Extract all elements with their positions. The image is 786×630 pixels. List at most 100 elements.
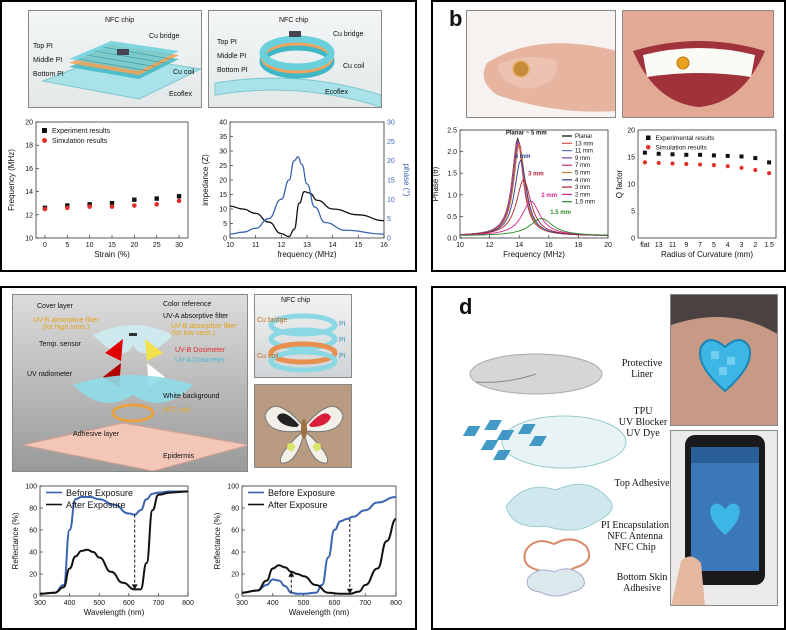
y-tick-label: 20: [25, 120, 33, 127]
x-axis-label: Radius of Curvature (mm): [661, 250, 753, 259]
x-axis-label: frequency (MHz): [277, 250, 336, 259]
label-top-pi: Top PI: [33, 43, 53, 50]
y2-tick-label: 5: [387, 216, 391, 223]
data-point: [42, 206, 48, 212]
y-tick-label: 20: [627, 128, 635, 135]
y-tick-label: 0: [235, 594, 239, 601]
data-point: [767, 160, 772, 165]
label-bottom-pi: Bottom PI: [33, 71, 64, 78]
arrow-head: [346, 588, 353, 594]
dosimeter-diagram-drawing: [22, 325, 247, 471]
legend-label: 11 mm: [575, 149, 593, 155]
x-tick-label: 700: [359, 600, 371, 607]
hand-heart-photo: [670, 294, 778, 426]
series-line: [229, 190, 385, 238]
x-tick-label: 20: [604, 242, 612, 249]
legend-label: Planar: [575, 134, 592, 140]
data-point: [656, 160, 661, 166]
x-axis-label: Strain (%): [94, 250, 130, 259]
y-axis-label: impedance (Z): [201, 154, 210, 206]
x-axis-label: Wavelength (nm): [289, 608, 350, 617]
y-tick-label: 100: [227, 484, 239, 491]
label-adhesive-layer: Adhesive layer: [73, 431, 119, 438]
y-tick-label: 40: [29, 550, 37, 557]
layer-label-tpu: TPU UV Blocker UV Dye: [618, 406, 668, 439]
x-tick-label: 4: [726, 242, 730, 249]
y-tick-label: 15: [627, 155, 635, 162]
label-bottom-pi-2: Bottom PI: [217, 67, 248, 74]
panel-label-b: b: [446, 8, 466, 30]
x-tick-label: 13: [655, 242, 663, 249]
x-tick-label: 5: [712, 242, 716, 249]
y-tick-label: 0.0: [447, 236, 457, 243]
label-coil-pi-1: PI: [339, 321, 346, 328]
y-tick-label: 40: [231, 550, 239, 557]
curve-annotation: Planar ~ 5 mm: [506, 130, 547, 136]
data-point: [753, 156, 758, 161]
label-uvb-filter-low-line1: UV-B absorptive filter: [171, 323, 237, 330]
finger-photo: [466, 10, 616, 118]
data-point: [711, 163, 716, 168]
legend-label: After Exposure: [66, 500, 126, 510]
data-point: [642, 150, 647, 155]
legend-label: Experimental results: [656, 135, 716, 142]
data-point: [725, 153, 730, 158]
y-tick-label: 14: [25, 189, 33, 196]
layer-label-top-adhesive: Top Adhesive: [614, 478, 670, 489]
y-axis-label: Reflectance (%): [11, 512, 20, 569]
x-tick-label: 14: [515, 242, 523, 249]
legend-label: Simulation results: [656, 145, 708, 152]
x-tick-label: 2: [753, 242, 757, 249]
data-point: [65, 203, 70, 208]
data-point: [154, 202, 160, 207]
data-point: [670, 161, 675, 166]
device-render-bent-drawing: [214, 31, 381, 107]
y-tick-label: 10: [627, 182, 635, 189]
series-line: [241, 496, 397, 595]
legend-label: After Exposure: [268, 500, 328, 510]
x-tick-label: 15: [354, 242, 362, 249]
x-tick-label: 11: [252, 242, 259, 249]
x-tick-label: 600: [329, 600, 341, 607]
y-axis-label: Frequency (MHz): [7, 149, 16, 211]
label-cu-bridge-2: Cu bridge: [333, 31, 364, 38]
label-nfc-chip-2: NFC chip: [279, 17, 309, 24]
nfc-coil-stack-drawing: [268, 313, 338, 373]
y-axis-label: Reflectance (%): [213, 512, 222, 569]
curve-annotation: 2 mm: [541, 193, 557, 199]
plot-frame: [459, 129, 609, 239]
layer-label-bottom-adhesive: Bottom Skin Adhesive: [616, 572, 668, 594]
data-point: [684, 152, 689, 157]
data-point: [739, 165, 744, 170]
teeth-photo: [622, 10, 774, 118]
finger-drawing: [483, 43, 615, 112]
y-tick-label: 16: [25, 166, 33, 173]
y-tick-label: 1.5: [447, 171, 457, 178]
plot-frame: [637, 129, 777, 239]
x-axis-label: Frequency (MHz): [503, 250, 565, 259]
label-middle-pi-2: Middle PI: [217, 53, 247, 60]
data-point: [176, 198, 182, 204]
curve-annotation: 1.5 mm: [550, 210, 571, 216]
x-tick-label: 700: [153, 600, 165, 607]
x-tick-label: 18: [575, 242, 583, 249]
legend-label: Experiment results: [52, 128, 110, 135]
label-top-pi-2: Top PI: [217, 39, 237, 46]
series-line: [241, 518, 397, 595]
y-tick-label: 35: [219, 134, 227, 141]
data-point: [725, 164, 730, 169]
legend-label: 9 mm: [575, 156, 590, 162]
series-line: [229, 156, 385, 235]
legend-marker: [646, 135, 651, 140]
y-tick-label: 20: [219, 178, 227, 185]
butterfly-drawing: [264, 405, 344, 464]
label-uvb-dosimeter: UV-B Dosimeter: [175, 347, 226, 354]
label-uvb-filter-low: UV-B absorptive filter(for low sens.): [171, 323, 237, 337]
device-render-bent: NFC chip Cu bridge Top PI Middle PI Bott…: [208, 10, 382, 108]
legend-label: 13 mm: [575, 141, 593, 147]
x-tick-label: 10: [86, 242, 94, 249]
y2-tick-label: 20: [387, 158, 395, 165]
y-tick-label: 0.5: [447, 214, 457, 221]
